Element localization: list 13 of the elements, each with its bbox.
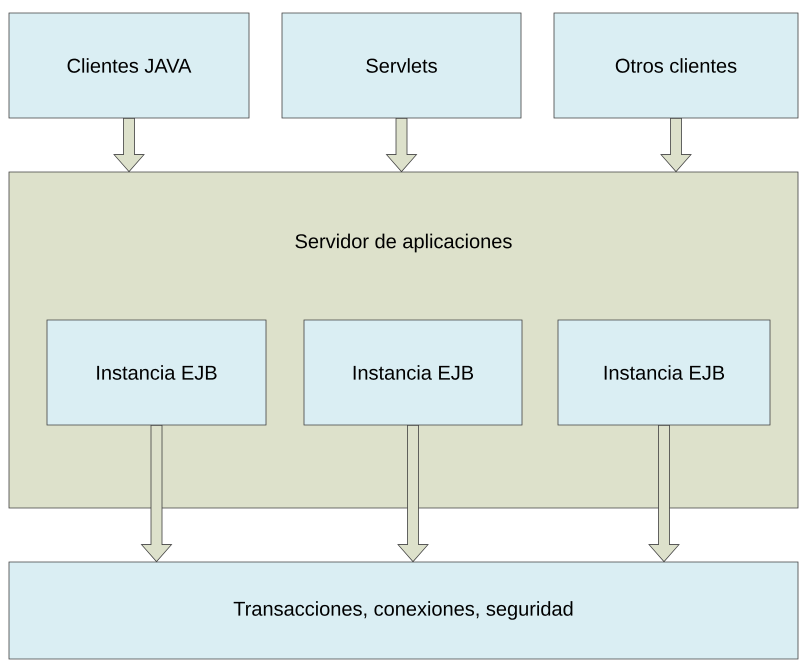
process-box: Transacciones, conexiones, seguridad	[8, 562, 798, 660]
block-arrow	[386, 118, 418, 172]
process-box: Otros clientes	[554, 12, 798, 118]
block-arrow	[113, 118, 145, 172]
process-box: Instancia EJB	[558, 320, 770, 426]
block-arrow	[660, 118, 692, 172]
process-box: Servlets	[282, 12, 522, 118]
process-box: Clientes JAVA	[8, 12, 250, 118]
block-arrow	[397, 424, 429, 562]
process-box: Instancia EJB	[46, 320, 266, 426]
block-arrow	[648, 424, 680, 562]
process-box: Instancia EJB	[304, 320, 522, 426]
block-arrow	[140, 424, 172, 562]
